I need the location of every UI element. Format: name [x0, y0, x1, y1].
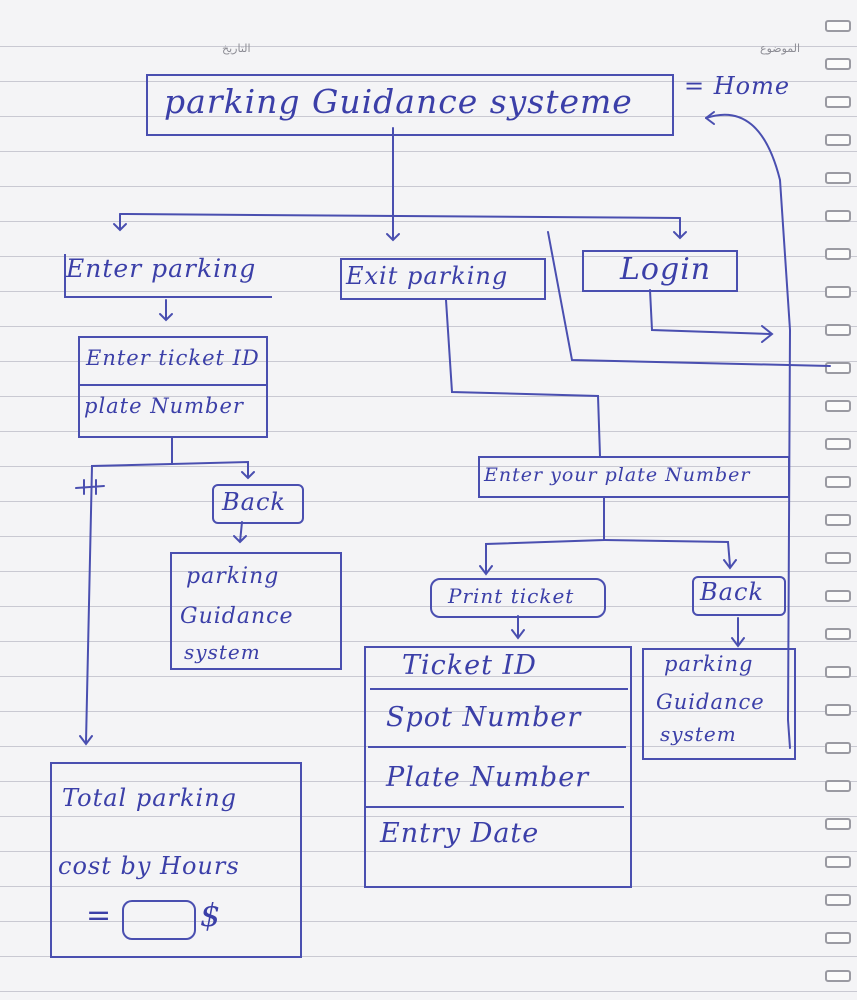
ticket-field-plate: Plate Number [386, 762, 590, 793]
enter-plate-label: Enter your plate Number [484, 464, 751, 486]
pgs-left-box [170, 552, 342, 670]
ticket-row-divider [366, 806, 624, 808]
date-label: التاريخ [222, 42, 251, 55]
pgs-left-line-3: system [184, 640, 261, 664]
back-left-box [212, 484, 304, 524]
diagram-title: parking Guidance systeme [164, 82, 633, 121]
enter-plate-box [478, 456, 790, 498]
pgs-right-line-3: system [660, 722, 737, 746]
title-box [146, 74, 674, 136]
total-cost-line-1: Total parking [62, 784, 238, 812]
enter-ticket-box [78, 336, 268, 438]
ticket-field-spot: Spot Number [386, 702, 582, 733]
total-cost-currency: $ [200, 896, 222, 934]
pgs-left-line-1: parking [186, 564, 280, 589]
enter-ticket-id-label: Enter ticket ID [86, 346, 260, 370]
ticket-row-divider [370, 688, 628, 690]
pgs-left-line-2: Guidance [180, 604, 294, 629]
ticket-row-divider [368, 746, 626, 748]
ticket-table [364, 646, 632, 888]
ticket-field-id: Ticket ID [402, 650, 537, 681]
enter-ticket-divider [78, 384, 266, 386]
back-right-box [692, 576, 786, 616]
subject-label: الموضوع [760, 42, 801, 55]
print-ticket-box [430, 578, 606, 618]
enter-parking-label: Enter parking [66, 254, 257, 283]
print-ticket-label: Print ticket [448, 584, 575, 608]
exit-parking-box [340, 258, 546, 300]
enter-parking-box [64, 254, 272, 298]
back-left-label: Back [222, 488, 286, 516]
total-cost-box [50, 762, 302, 958]
total-cost-equals: = [86, 898, 113, 933]
login-label: Login [620, 252, 712, 287]
ticket-field-entry-date: Entry Date [380, 818, 540, 849]
login-box [582, 250, 738, 292]
home-note: = Home [684, 72, 791, 100]
back-right-label: Back [700, 578, 764, 606]
pgs-right-line-1: parking [664, 652, 754, 676]
exit-parking-label: Exit parking [346, 262, 509, 290]
total-cost-blank [122, 900, 196, 940]
pgs-right-box [642, 648, 796, 760]
pgs-right-line-2: Guidance [656, 690, 765, 714]
plate-number-label: plate Number [84, 394, 244, 418]
total-cost-line-2: cost by Hours [58, 852, 240, 880]
